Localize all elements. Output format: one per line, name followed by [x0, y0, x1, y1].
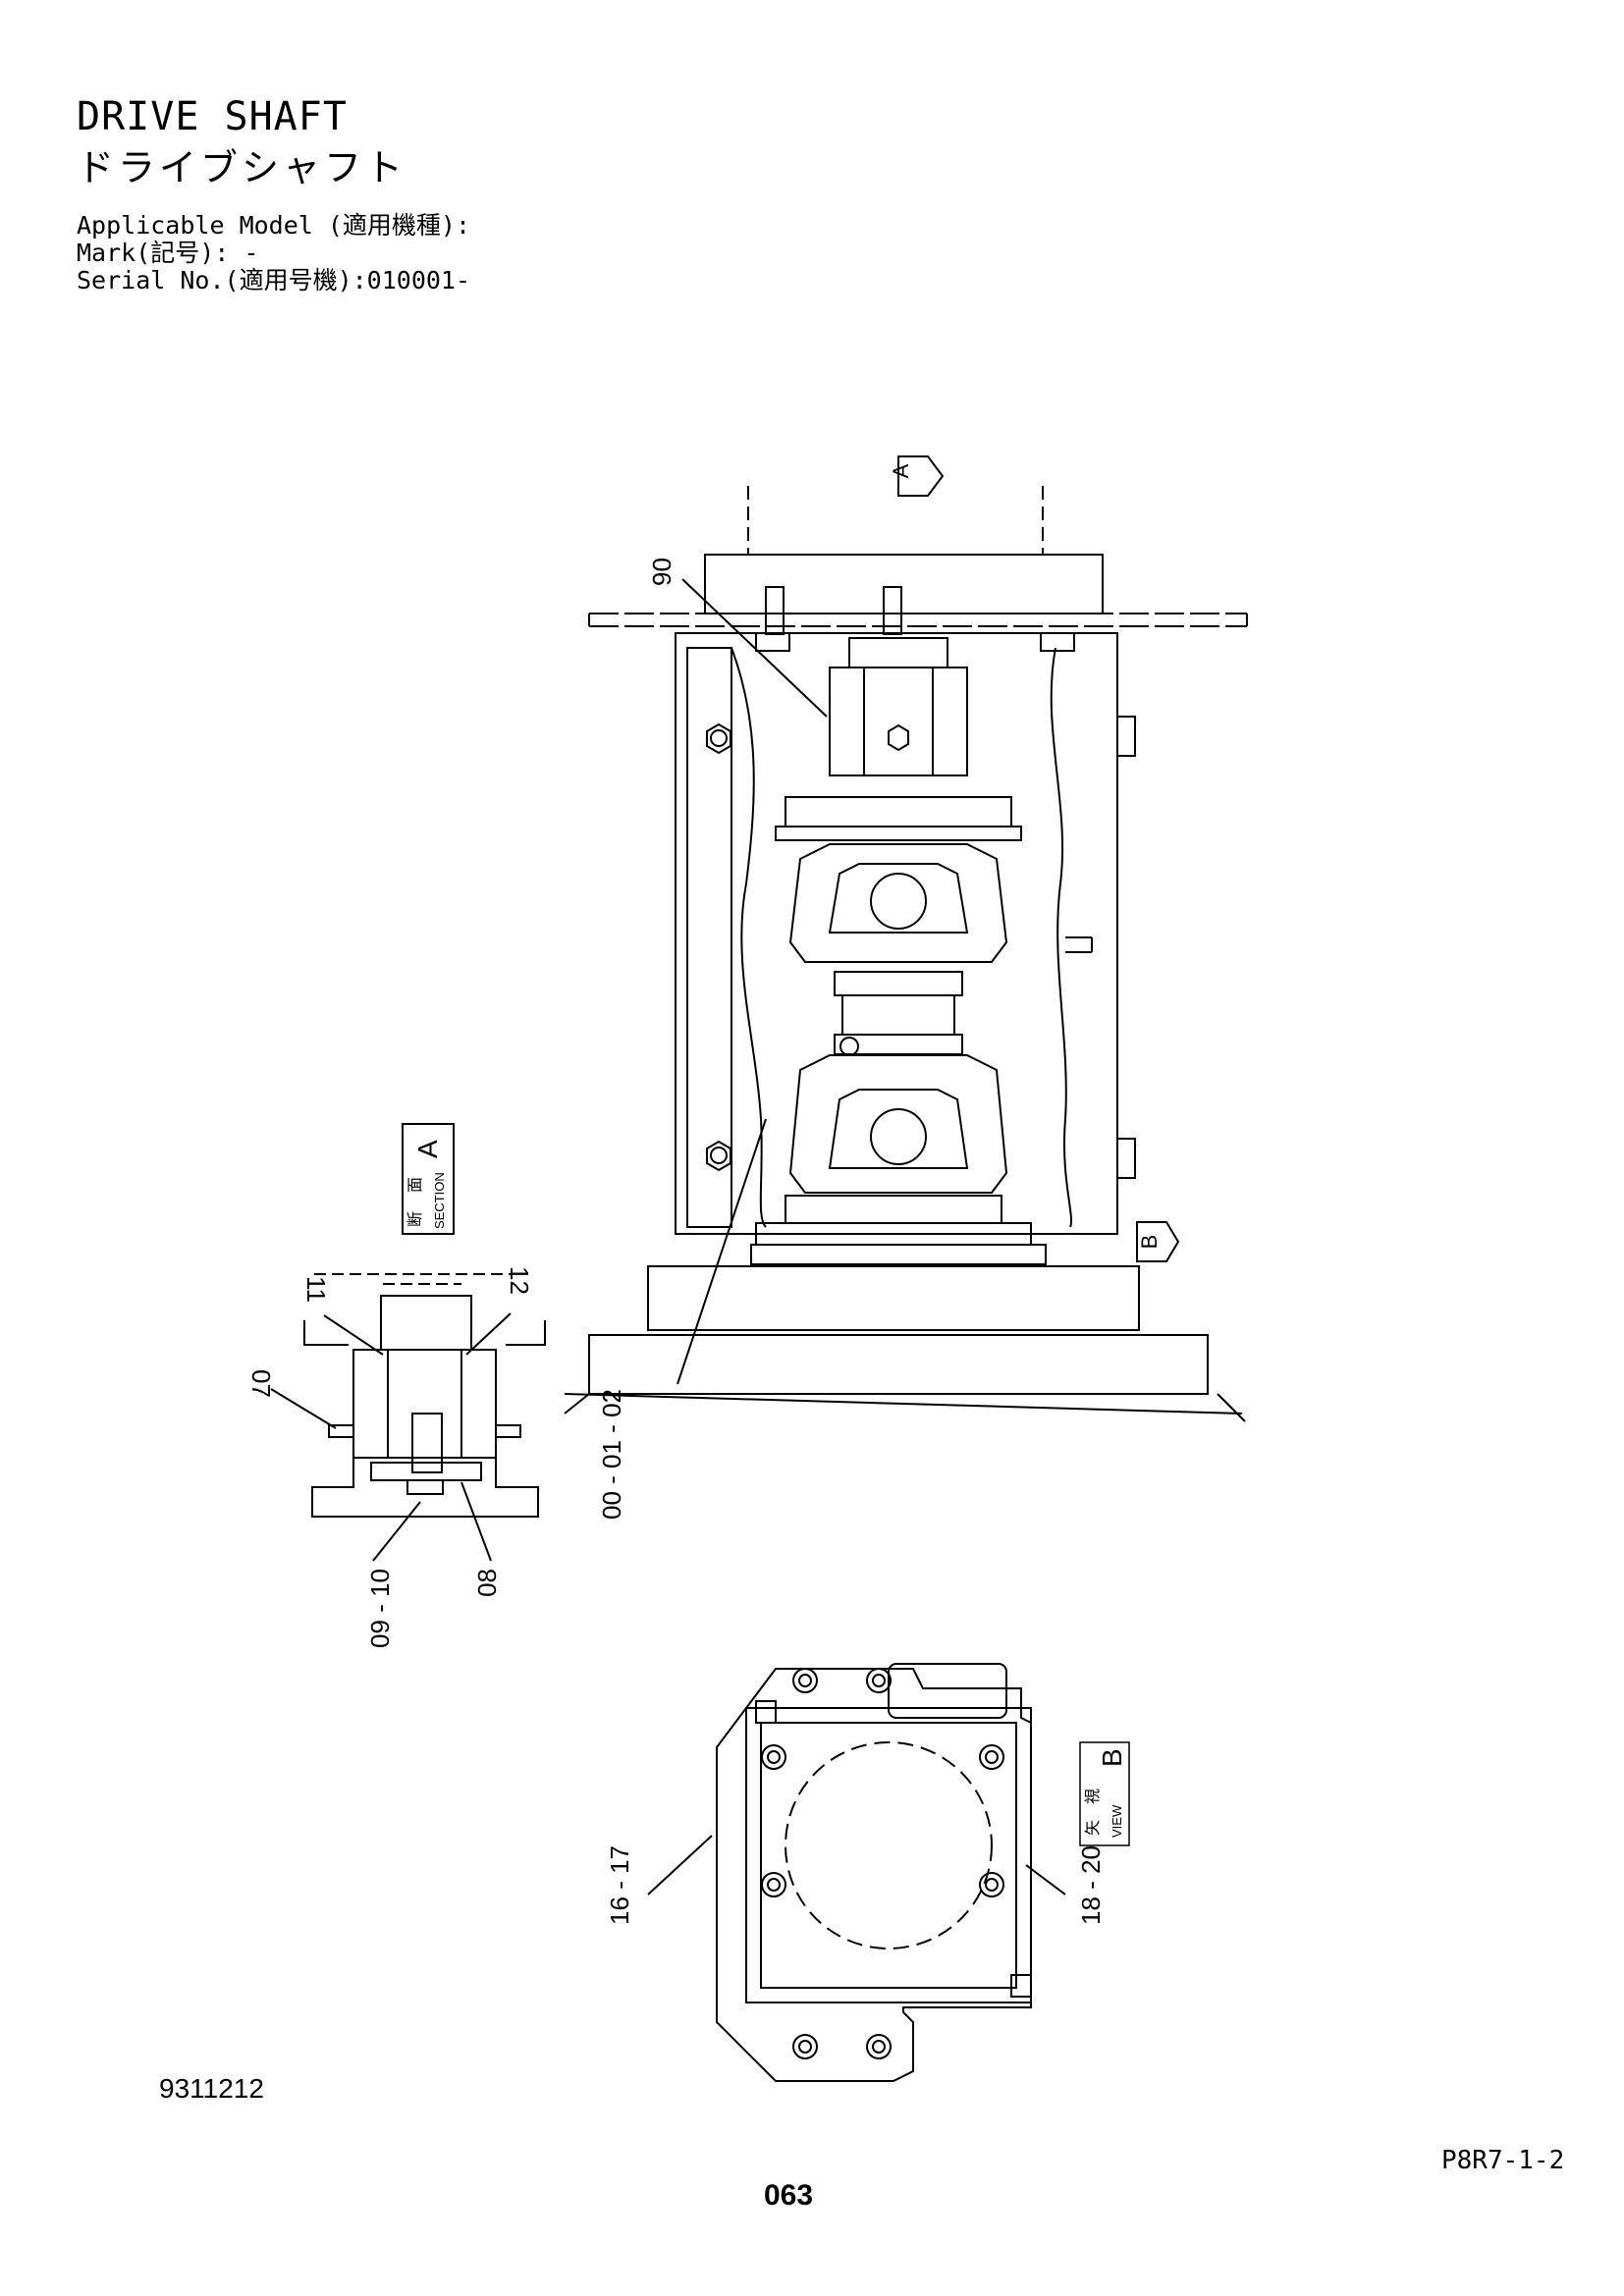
title-english: DRIVE SHAFT	[77, 94, 348, 139]
callout-06: 06	[647, 558, 677, 586]
callout-00-01-02: 00 - 01 - 02	[597, 1389, 626, 1520]
page-number: 063	[764, 2179, 814, 2212]
section-label-en: SECTION	[432, 1172, 447, 1229]
callout-07: 07	[246, 1369, 276, 1398]
section-a-view	[270, 1123, 546, 1562]
applicable-model: Applicable Model (適用機種):	[77, 211, 471, 240]
serial-number: Serial No.(適用号機):010001-	[77, 266, 471, 294]
section-label-ja2: 面	[407, 1177, 424, 1193]
section-label-ja1: 断	[406, 1211, 424, 1227]
callout-08: 08	[472, 1569, 502, 1597]
section-marker-a: A	[889, 463, 913, 478]
page-reference: P8R7-1-2	[1441, 2146, 1565, 2175]
section-label-letter: A	[412, 1140, 443, 1158]
main-assembly-view	[564, 455, 1248, 1422]
callout-12: 12	[505, 1266, 534, 1295]
callout-18-20: 18 - 20	[1076, 1845, 1106, 1925]
document-number: 9311212	[159, 2073, 264, 2104]
view-label-ja2: 視	[1084, 1789, 1102, 1804]
view-label-ja1: 矢	[1084, 1820, 1102, 1836]
view-label-letter: B	[1097, 1748, 1127, 1767]
title-japanese: ドライブシャフト	[77, 146, 407, 189]
callout-11: 11	[301, 1276, 331, 1303]
mark: Mark(記号): -	[77, 239, 259, 267]
view-marker-b: B	[1137, 1235, 1162, 1250]
callout-09-10: 09 - 10	[365, 1569, 395, 1648]
callout-16-17: 16 - 17	[605, 1845, 634, 1925]
view-b	[647, 1663, 1066, 2082]
view-label-en: VIEW	[1110, 1804, 1124, 1838]
